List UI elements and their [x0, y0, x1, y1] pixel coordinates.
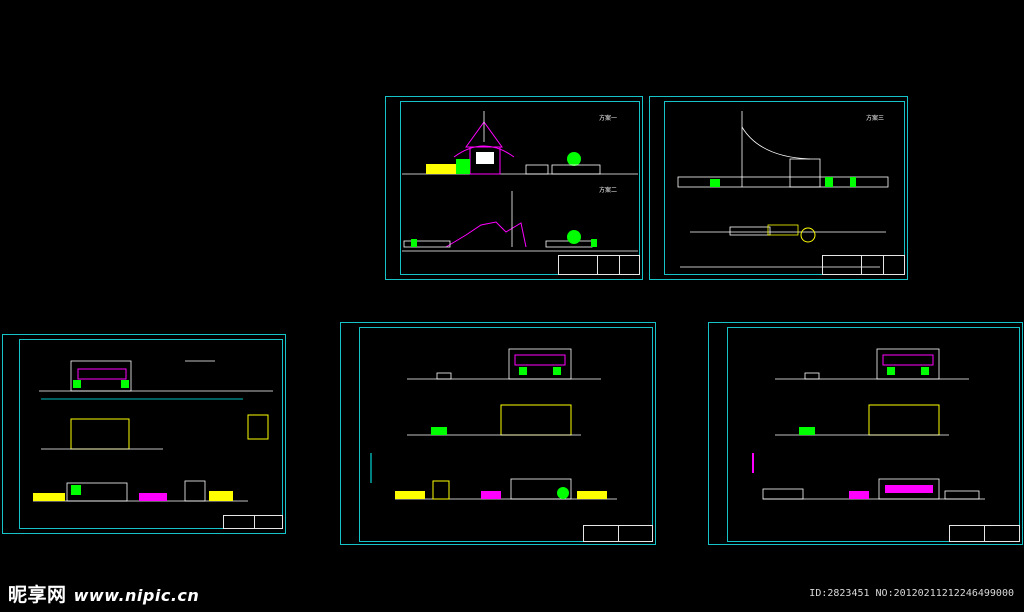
sheet-2-drawing	[677, 111, 889, 268]
drawing-sheet-1: 方案一 方案二	[385, 96, 643, 280]
watermark-site-name: 昵享网	[8, 584, 67, 606]
scheme-3-label: 方案三	[866, 115, 885, 122]
sheet-1-frame	[400, 101, 640, 275]
sheet-3-drawing	[33, 360, 273, 502]
drawing-sheet-4	[340, 322, 656, 545]
watermark-logo: 昵享网 www.nipic.cn	[8, 580, 199, 607]
sheet-4-frame	[359, 327, 653, 542]
drawing-sheet-2: 方案三	[649, 96, 908, 280]
sheet-5-title-block	[949, 525, 1020, 542]
watermark-id: ID:2823451 NO:20120211212246499000	[809, 588, 1014, 599]
scheme-2-label: 方案二	[599, 187, 618, 194]
drawing-sheet-5	[708, 322, 1023, 545]
sheet-2-title-block	[822, 255, 905, 275]
sheet-4-drawing	[370, 348, 617, 500]
sheet-5-drawing	[752, 348, 985, 500]
drawing-sheet-3	[2, 334, 286, 534]
sheet-4-title-block	[583, 525, 653, 542]
sheet-3-frame	[19, 339, 283, 529]
sheet-3-title-block	[223, 515, 283, 529]
sheet-1-title-block	[558, 255, 640, 275]
scheme-1-label: 方案一	[599, 115, 618, 122]
sheet-1-drawing	[402, 111, 638, 252]
watermark-url: www.nipic.cn	[73, 586, 200, 605]
sheet-2-frame	[664, 101, 905, 275]
sheet-5-frame	[727, 327, 1020, 542]
